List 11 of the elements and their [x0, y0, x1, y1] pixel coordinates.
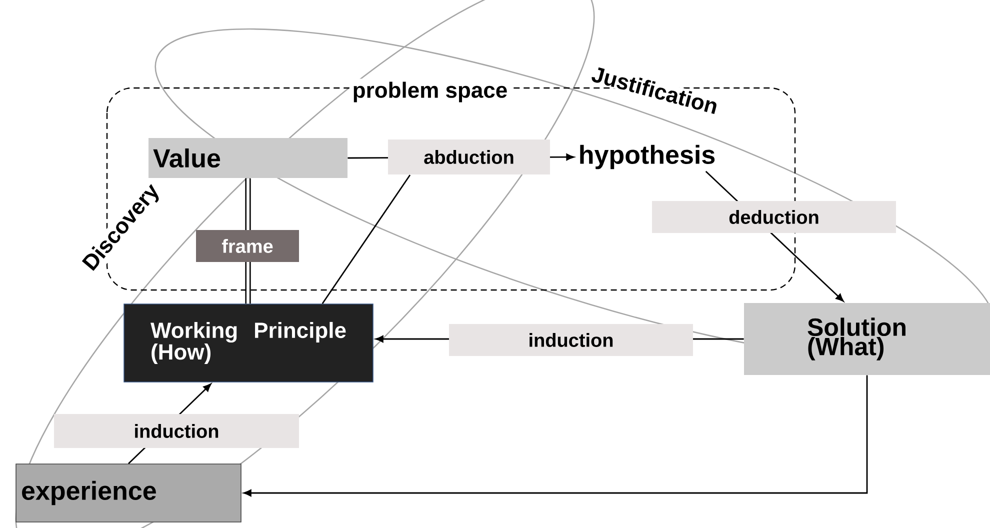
node-text: hypothesis [580, 144, 715, 170]
edge-label: frame [196, 230, 299, 262]
arrow [243, 375, 868, 496]
process-box: experience [16, 464, 242, 522]
edge-label: abduction [388, 140, 550, 174]
process-box: Working Principle (How) [124, 304, 374, 382]
edge-label: induction [449, 324, 693, 356]
process-box: Value [148, 138, 348, 178]
edge-label: induction [54, 414, 299, 448]
edge-label: deduction [652, 201, 896, 233]
process-box: Solution (What) [744, 303, 990, 375]
